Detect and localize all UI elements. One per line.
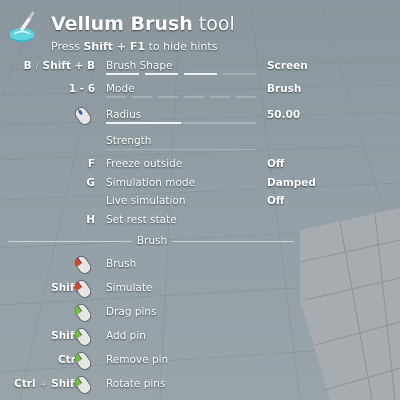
strength-slider[interactable] — [106, 149, 256, 150]
setting-brush-shape[interactable]: B/Shift + B Brush Shape Screen — [0, 58, 400, 76]
action-label: Remove pin — [106, 354, 169, 366]
setting-label: Simulation mode — [106, 177, 196, 189]
meter-segment — [236, 96, 256, 98]
shortcut-keys: G — [86, 177, 95, 189]
mouse-left-button-icon — [74, 328, 92, 346]
shortcut-key: Ctrl — [14, 378, 36, 390]
action-label: Rotate pins — [106, 378, 166, 390]
tool-title: Vellum Brush tool — [51, 13, 235, 35]
meter-segment — [184, 73, 217, 75]
action-label: Drag pins — [106, 306, 157, 318]
shortcut-key: Shift + B — [42, 60, 95, 72]
shortcut-keys: B/Shift + B — [24, 60, 95, 72]
shortcut-key: Shift — [51, 330, 80, 342]
mouse-left-button-icon — [74, 304, 92, 322]
setting-label: Set rest state — [106, 214, 177, 226]
shortcut-keys: 1 - 6 — [69, 83, 95, 95]
meter-segment — [132, 96, 152, 98]
mouse-left-button-icon — [74, 352, 92, 370]
setting-label: Radius — [106, 109, 142, 121]
mouse-button-highlight — [75, 281, 82, 291]
hint-text: Press Shift + F1 to hide hints — [51, 40, 217, 53]
mouse-button-highlight — [75, 257, 82, 267]
radius-slider-fill — [106, 122, 181, 124]
setting-simulation-mode[interactable]: G Simulation mode Damped — [0, 175, 400, 193]
shortcut-key: Shift — [51, 282, 80, 294]
action-rotate-pins[interactable]: Ctrl+Shift+ Rotate pins — [0, 376, 400, 394]
mouse-left-button-icon — [74, 376, 92, 394]
vellum-brush-icon — [10, 11, 35, 42]
setting-value: Off — [267, 158, 285, 170]
shortcut-key: G — [86, 177, 95, 189]
action-label: Brush — [106, 258, 137, 270]
meter-segment — [158, 96, 178, 98]
divider-line — [8, 241, 132, 242]
radius-slider[interactable] — [106, 122, 256, 124]
meter-segment — [145, 73, 178, 75]
setting-label: Brush Shape — [106, 60, 173, 72]
shortcut-key: H — [86, 214, 95, 226]
setting-value: 50.00 — [267, 109, 301, 121]
hint-shortcut: Shift + F1 — [83, 40, 146, 53]
mouse-middle-button-icon — [74, 107, 92, 125]
brush-shape-meter — [106, 73, 256, 75]
mode-meter — [106, 96, 256, 98]
setting-value: Off — [267, 195, 285, 207]
setting-radius[interactable]: Radius 50.00 — [0, 107, 400, 125]
shortcut-key: Ctrl — [57, 354, 80, 366]
shortcut-key: F — [87, 158, 95, 170]
meter-segment — [106, 96, 126, 98]
shortcut-key: Shift — [51, 378, 80, 390]
key-plus: + — [39, 380, 48, 390]
tool-title-name: Vellum Brush — [51, 13, 193, 35]
setting-mode[interactable]: 1 - 6 Mode Brush — [0, 81, 400, 99]
action-label: Add pin — [106, 330, 146, 342]
action-brush[interactable]: Brush — [0, 256, 400, 274]
mouse-left-button-icon — [74, 256, 92, 274]
shortcut-keys: H — [86, 214, 95, 226]
mouse-left-button-icon — [74, 280, 92, 298]
meter-segment — [106, 73, 139, 75]
setting-label: Live simulation — [106, 195, 186, 207]
action-drag-pins[interactable]: Drag pins — [0, 304, 400, 322]
mouse-button-highlight — [75, 353, 82, 363]
divider-line — [172, 241, 294, 242]
mouse-button-highlight — [75, 377, 82, 387]
mouse-button-highlight — [75, 305, 82, 315]
setting-strength[interactable]: Strength — [0, 133, 400, 151]
key-separator: / — [35, 62, 39, 72]
shortcut-key: 1 - 6 — [68, 83, 95, 95]
action-label: Simulate — [106, 282, 153, 294]
setting-label: Mode — [106, 83, 135, 95]
setting-label: Freeze outside — [106, 158, 183, 170]
setting-value: Damped — [267, 177, 316, 189]
setting-label: Strength — [106, 135, 152, 147]
tool-title-suffix: tool — [198, 13, 235, 35]
section-title: Brush — [136, 235, 168, 247]
setting-live-simulation[interactable]: Live simulation Off — [0, 193, 400, 211]
hint-suffix: to hide hints — [148, 40, 218, 53]
shortcut-keys: Ctrl+Shift+ — [14, 378, 95, 390]
meter-segment — [210, 96, 230, 98]
action-add-pin[interactable]: Shift+ Add pin — [0, 328, 400, 346]
meter-segment — [223, 73, 256, 75]
shortcut-keys: F — [88, 158, 95, 170]
action-remove-pin[interactable]: Ctrl+ Remove pin — [0, 352, 400, 370]
meter-segment — [184, 96, 204, 98]
action-simulate[interactable]: Shift+ Simulate — [0, 280, 400, 298]
brush-section-header: Brush — [0, 235, 400, 249]
setting-set-rest-state[interactable]: H Set rest state — [0, 212, 400, 230]
hint-prefix: Press — [51, 40, 80, 53]
mouse-button-highlight — [75, 329, 82, 339]
setting-value: Brush — [267, 83, 302, 95]
setting-freeze-outside[interactable]: F Freeze outside Off — [0, 156, 400, 174]
setting-value: Screen — [267, 60, 308, 72]
shortcut-key: B — [23, 60, 32, 72]
